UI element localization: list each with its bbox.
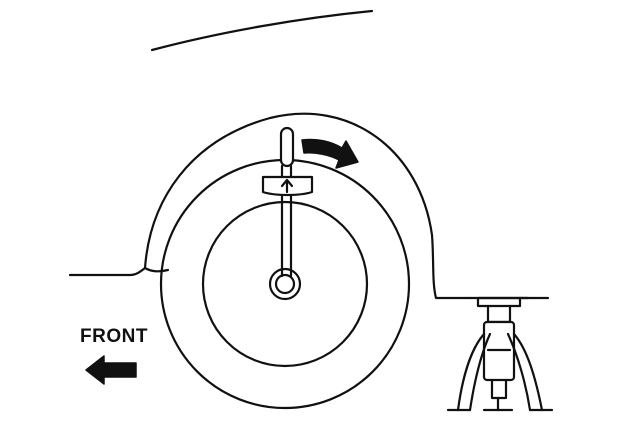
gauge-pointer — [280, 178, 294, 194]
wrench-handle — [279, 126, 295, 168]
jack-stand-icon — [446, 296, 554, 412]
front-direction-label: FRONT — [80, 326, 148, 347]
rotation-arrow-icon — [301, 138, 359, 169]
tire — [159, 158, 411, 410]
wheel-rim — [201, 200, 369, 368]
front-arrow-icon — [85, 355, 137, 385]
arch-inner-edge — [143, 266, 170, 273]
window-line — [150, 9, 374, 52]
hub-nut-outer — [268, 267, 302, 301]
car-body-outline — [68, 112, 472, 300]
hub-nut-inner — [274, 273, 296, 295]
